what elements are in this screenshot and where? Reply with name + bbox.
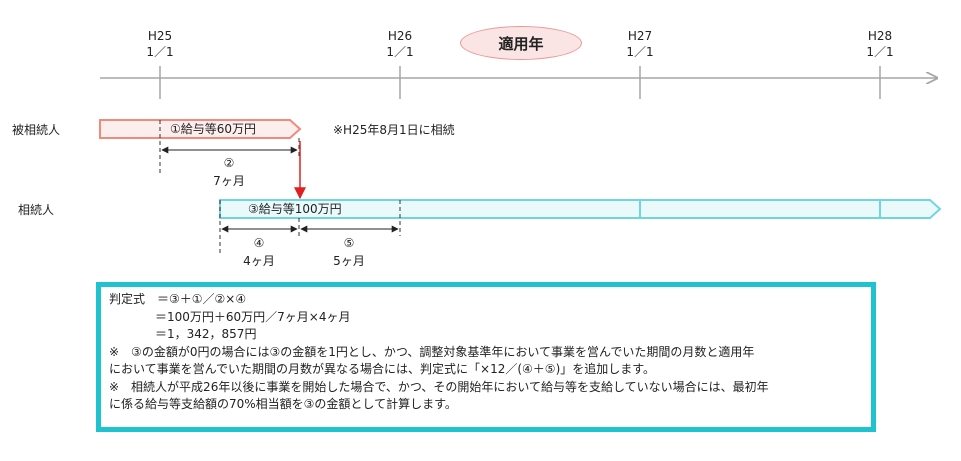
span-4-number: ④ [253, 236, 265, 250]
formula-note-2a: ※ 相続人が平成26年以後に事業を開始した場合で、かつ、その開始年において給与等… [109, 379, 769, 394]
heir-label: 相続人 [18, 203, 55, 217]
formula-line-3: ＝1，342，857円 [155, 327, 257, 341]
formula-note-2b: に係る給与等支給額の70%相当額を③の金額として計算します。 [109, 397, 457, 411]
formula-note-1a: ※ ③の金額が0円の場合には③の金額を1円とし、かつ、調整対象基準年において事業… [109, 344, 755, 359]
decedent-label: 被相続人 [12, 123, 61, 137]
span-2-number: ② [223, 156, 235, 170]
tick-h27-date: 1／1 [626, 45, 654, 59]
tick-h26-date: 1／1 [386, 45, 414, 59]
span-4-text: 4ヶ月 [243, 254, 275, 268]
tick-h25-era: H25 [147, 29, 173, 43]
heir-bar-text: ③給与等100万円 [248, 202, 342, 216]
formula-note-1b: において事業を営んでいた期間の月数が異なる場合には、判定式に「×12／(④＋⑤)… [109, 362, 656, 376]
span-2-text: 7ヶ月 [213, 174, 245, 188]
formula-line-1: 判定式 ＝③＋①／②×④ [109, 292, 247, 306]
tick-h25-date: 1／1 [146, 45, 174, 59]
tick-h26-era: H26 [387, 29, 413, 43]
decedent-bar-text: ①給与等60万円 [170, 122, 257, 136]
formula-box: 判定式 ＝③＋①／②×④ ＝100万円＋60万円／7ヶ月×4ヶ月 ＝1，342，… [96, 282, 876, 432]
tick-h28-date: 1／1 [866, 45, 894, 59]
formula-line-2: ＝100万円＋60万円／7ヶ月×4ヶ月 [155, 309, 351, 324]
applicable-year-badge: 適用年 [460, 26, 582, 60]
decedent-note: ※H25年8月1日に相続 [333, 123, 455, 137]
decedent-bar [99, 119, 302, 139]
tick-h28-era: H28 [867, 29, 893, 43]
tick-h27-era: H27 [627, 29, 653, 43]
span-5-text: 5ヶ月 [333, 254, 365, 268]
span-5-number: ⑤ [343, 236, 355, 250]
